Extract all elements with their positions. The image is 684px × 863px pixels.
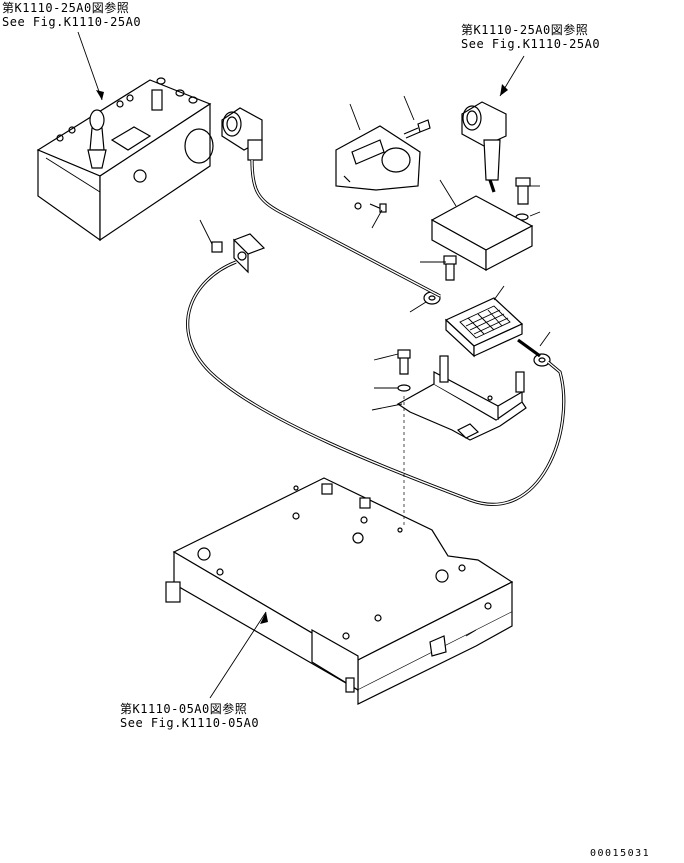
- reference-jp: 第K1110-05A0図参照: [120, 702, 248, 716]
- keypad-module: [444, 297, 524, 358]
- reference-connector: 第K1110-25A0図参照 See Fig.K1110-25A0: [461, 23, 600, 51]
- control-box: [36, 77, 214, 242]
- grommet-2: [533, 353, 551, 367]
- bolt-mid: [354, 202, 387, 213]
- mounting-bracket: [335, 125, 421, 191]
- reference-control-box: 第K1110-25A0図参照 See Fig.K1110-25A0: [2, 1, 141, 29]
- reference-base-frame: 第K1110-05A0図参照 See Fig.K1110-05A0: [120, 702, 259, 730]
- reference-en: See Fig.K1110-25A0: [2, 15, 142, 29]
- reference-jp: 第K1110-25A0図参照: [2, 1, 130, 15]
- bolt-top: [403, 119, 431, 139]
- reference-jp: 第K1110-25A0図参照: [461, 23, 589, 37]
- leader-lines: [77, 31, 551, 699]
- bolt-right-top: [515, 177, 531, 221]
- bolt-controller: [443, 255, 457, 281]
- controller-cover: [430, 195, 534, 272]
- bolt-mount: [397, 349, 411, 392]
- reference-en: See Fig.K1110-05A0: [120, 716, 260, 730]
- connector-left: [221, 107, 263, 161]
- panel-connector: [211, 233, 266, 274]
- connector-right: [461, 101, 507, 181]
- controller-mount-plate: [396, 355, 527, 441]
- reference-en: See Fig.K1110-25A0: [461, 37, 601, 51]
- drawing-number: 00015031: [590, 848, 651, 859]
- cables: [186, 159, 566, 506]
- base-frame: [165, 477, 514, 705]
